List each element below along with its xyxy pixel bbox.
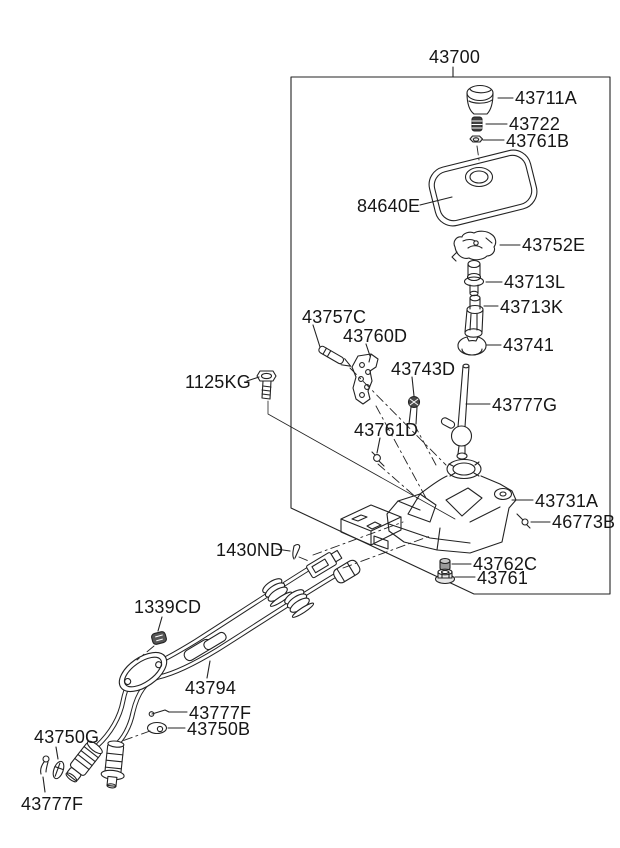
label-1430nd: 1430ND <box>216 540 284 560</box>
washer-drawing <box>146 721 168 735</box>
band-clip-drawing <box>151 631 167 645</box>
label-43750g: 43750G <box>34 727 100 747</box>
bolt-guide-line <box>267 400 456 520</box>
label-43741: 43741 <box>503 335 555 355</box>
label-43757c: 43757C <box>302 307 367 327</box>
bolt-drawing <box>256 370 277 400</box>
damper-spring-drawing <box>471 116 483 132</box>
shift-knob-drawing <box>466 84 494 115</box>
bushing-upper-drawing <box>463 259 485 297</box>
pin-lower-drawing <box>40 755 50 775</box>
bushing-lower-drawing <box>464 294 484 338</box>
label-43777f-lower: 43777F <box>21 794 84 814</box>
pin-upper-drawing <box>148 709 170 717</box>
housing-drawing <box>340 458 517 554</box>
shift-lever-drawing <box>440 363 473 460</box>
screw-43761d-drawing <box>371 451 385 467</box>
label-43731a: 43731A <box>535 491 599 511</box>
label-43777g: 43777G <box>492 395 558 415</box>
label-43761b: 43761B <box>506 131 570 151</box>
label-assembly-43700: 43700 <box>429 47 481 67</box>
bracket-drawing <box>351 353 379 405</box>
label-46773b: 46773B <box>552 512 616 532</box>
label-43743d: 43743D <box>391 359 456 379</box>
label-43750b: 43750B <box>187 719 251 739</box>
label-84640e: 84640E <box>357 196 421 216</box>
knob-nut-drawing <box>469 135 484 143</box>
label-43711a: 43711A <box>515 88 577 108</box>
pin-43757c-drawing <box>318 345 352 367</box>
label-43713k: 43713K <box>500 297 564 317</box>
label-43760d: 43760D <box>343 326 408 346</box>
label-1339cd: 1339CD <box>134 597 202 617</box>
label-43794: 43794 <box>185 678 237 698</box>
label-43752e: 43752E <box>522 235 586 255</box>
label-43761d: 43761D <box>354 420 419 440</box>
snap-pin-drawing <box>292 544 301 560</box>
label-43761: 43761 <box>477 568 529 588</box>
boot-plate-drawing <box>428 149 538 227</box>
nut-drawing <box>434 568 456 585</box>
leader-lines <box>42 97 551 793</box>
clip-43750g-drawing <box>52 760 65 780</box>
assembly-guide-lines <box>121 145 480 742</box>
label-43722: 43722 <box>509 114 561 134</box>
cable-assembly-drawing <box>65 549 361 789</box>
lever-cap-drawing <box>451 230 497 262</box>
label-43777f-upper: 43777F <box>189 703 252 723</box>
label-43713l: 43713L <box>504 272 566 292</box>
label-43762c: 43762C <box>473 554 538 574</box>
screw-46773b-drawing <box>516 513 531 529</box>
label-1125kg: 1125KG <box>185 372 251 392</box>
clip-ring-drawing <box>457 336 487 356</box>
assembly-frame <box>290 66 611 595</box>
